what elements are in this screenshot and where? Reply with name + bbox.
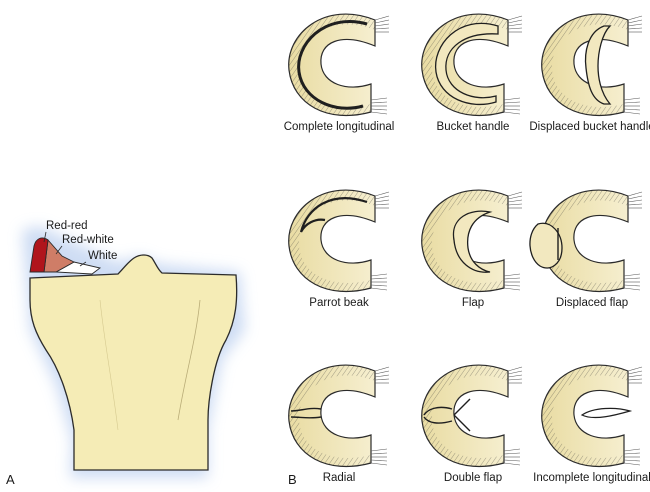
- caption-double-flap: Double flap: [443, 472, 503, 484]
- meniscus-flap: [421, 189, 523, 293]
- meniscus-double-flap: [421, 364, 523, 468]
- panel-letter-b: B: [288, 472, 297, 487]
- panel-letter-a: A: [6, 472, 15, 487]
- meniscus-parrot-beak: [288, 189, 390, 293]
- meniscus-complete-longitudinal: [288, 13, 390, 117]
- caption-parrot-beak: Parrot beak: [309, 297, 369, 309]
- caption-flap: Flap: [461, 297, 485, 309]
- caption-complete-longitudinal: Complete longitudinal: [283, 121, 395, 133]
- caption-displaced-flap: Displaced flap: [555, 297, 629, 309]
- tibia-bone: [29, 254, 238, 471]
- caption-displaced-bucket-handle: Displaced bucket handle: [529, 121, 650, 133]
- red-red-zone: [29, 237, 49, 273]
- meniscus-bucket-handle: [421, 13, 523, 117]
- caption-incomplete-longitudinal: Incomplete longitudinal: [533, 472, 650, 484]
- meniscus-displaced-bucket-handle: [541, 13, 643, 117]
- meniscus-grid: [288, 13, 643, 468]
- caption-bucket-handle: Bucket handle: [436, 121, 510, 133]
- zone-label-red-white: Red-white: [62, 234, 114, 246]
- meniscus-displaced-flap: [529, 189, 643, 293]
- zone-label-white: White: [88, 250, 118, 262]
- meniscus-radial: [288, 364, 390, 468]
- zone-label-red-red: Red-red: [46, 220, 88, 232]
- meniscus-incomplete-longitudinal: [541, 364, 643, 468]
- caption-radial: Radial: [322, 472, 356, 484]
- tibia-diagram: [22, 226, 245, 478]
